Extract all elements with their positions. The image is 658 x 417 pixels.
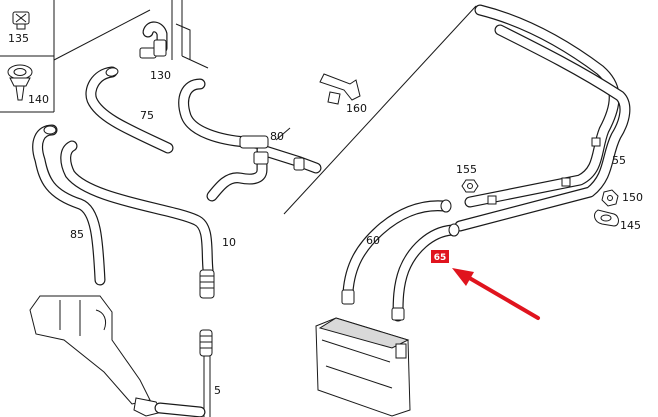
label-155: 155 [456, 163, 477, 176]
hose-75 [85, 66, 174, 154]
hose-5 [199, 329, 213, 417]
label-160: 160 [346, 102, 367, 115]
clip-135-icon [12, 11, 30, 30]
label-145: 145 [620, 219, 641, 232]
hose-85 [32, 124, 106, 286]
label-80: 80 [270, 130, 284, 143]
label-140: 140 [28, 93, 49, 106]
hose-55 [454, 4, 631, 232]
bracket-130-icon [139, 0, 209, 69]
label-65: 65 [434, 253, 447, 263]
clamp-140-icon [7, 64, 33, 101]
red-arrow-icon [452, 268, 540, 320]
label-60: 60 [366, 234, 380, 247]
label-10: 10 [222, 236, 236, 249]
clip-145-icon [594, 209, 619, 227]
label-85: 85 [70, 228, 84, 241]
reservoir-tank [315, 317, 411, 417]
hose-60 [341, 199, 452, 305]
nut-155-icon [461, 179, 479, 193]
label-135: 135 [8, 32, 29, 45]
nut-150-icon [601, 189, 619, 207]
highlight-badge [431, 250, 449, 263]
label-75: 75 [140, 109, 154, 122]
label-150: 150 [622, 191, 643, 204]
label-55: 55 [612, 154, 626, 167]
leader-right [283, 5, 477, 215]
engine-block [29, 295, 206, 417]
hose-80 [178, 78, 322, 202]
label-5: 5 [214, 384, 221, 397]
highlighted-part-65[interactable]: 65 [431, 250, 449, 263]
hose-65 [391, 223, 460, 322]
holder-160-icon [319, 73, 361, 105]
label-130: 130 [150, 69, 171, 82]
hose-10 [60, 140, 215, 299]
leader-inset [53, 9, 151, 61]
inset-box [0, 0, 55, 113]
